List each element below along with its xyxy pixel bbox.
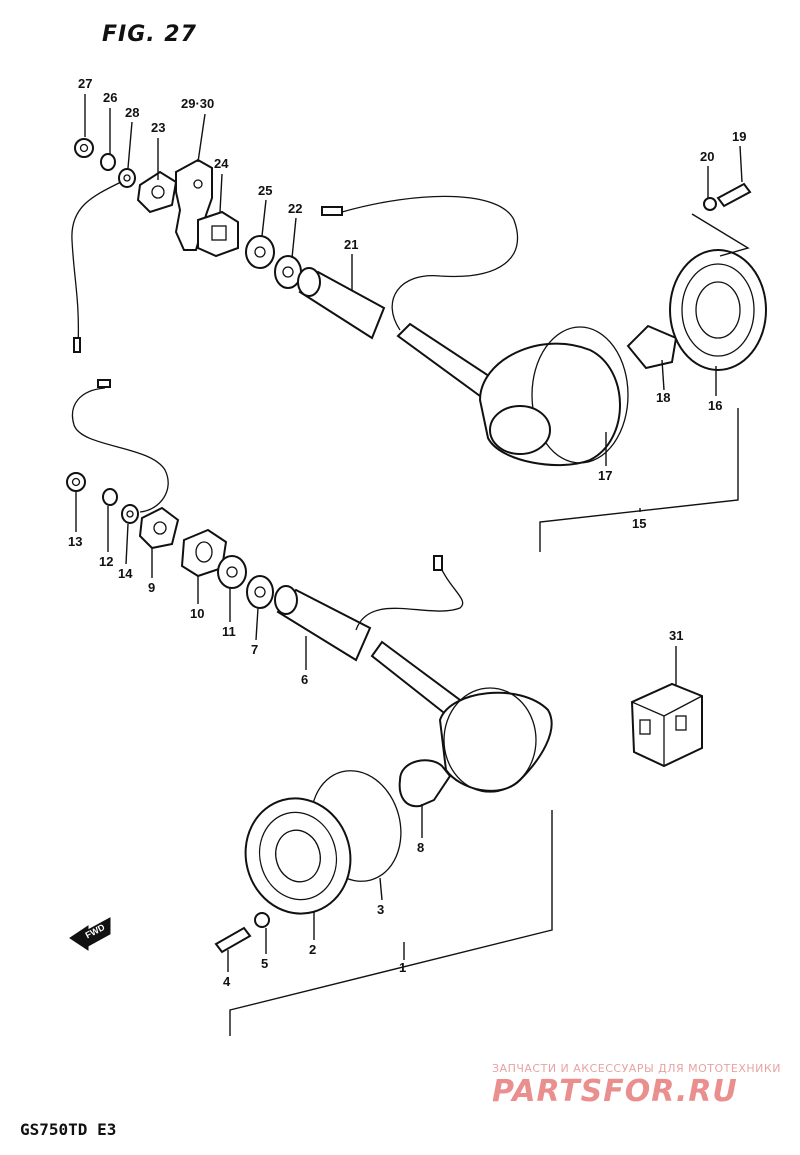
- wire-lead-upper: [71, 179, 126, 349]
- wire-lead-lower: [71, 387, 169, 513]
- callout-24: 24: [214, 156, 229, 171]
- plate-7: [246, 575, 274, 609]
- screw-guide: [691, 213, 750, 257]
- washer-12: [102, 488, 118, 506]
- washer-11: [217, 555, 247, 589]
- nut-13: [66, 472, 86, 492]
- callout-23: 23: [151, 120, 165, 135]
- callout-31: 31: [669, 628, 683, 643]
- bulb-18: [626, 324, 678, 370]
- callout-4: 4: [223, 974, 231, 989]
- callout-7: 7: [251, 642, 258, 657]
- relay-31: [630, 682, 703, 768]
- grommet-23: [136, 170, 178, 214]
- callout-26: 26: [103, 90, 117, 105]
- callout-15: 15: [632, 516, 646, 531]
- terminal-28: [118, 168, 136, 188]
- watermark-subtitle: ЗАПЧАСТИ И АКСЕССУАРЫ ДЛЯ МОТОТЕХНИКИ: [492, 1062, 781, 1075]
- callout-18: 18: [656, 390, 670, 405]
- wire-terminal-21: [321, 206, 343, 216]
- bracket-29-30: [174, 158, 213, 251]
- watermark-logo: PARTSFOR.RU: [492, 1074, 738, 1109]
- callout-3: 3: [377, 902, 384, 917]
- cushion-24: [197, 210, 239, 258]
- threaded-stem-lower: [370, 640, 462, 718]
- callout-16: 16: [708, 398, 722, 413]
- grommet-9: [138, 506, 180, 550]
- callout-29-30: 29·30: [181, 96, 214, 111]
- callout-27: 27: [78, 76, 92, 91]
- washer-5: [254, 912, 270, 928]
- wire-terminal-lower: [97, 379, 111, 388]
- washer-20: [703, 197, 717, 211]
- wire-terminal-upper: [73, 337, 81, 353]
- threaded-stem-upper: [396, 322, 494, 398]
- terminal-14: [121, 504, 139, 524]
- callout-10: 10: [190, 606, 204, 621]
- callout-13: 13: [68, 534, 82, 549]
- fwd-arrow: FWD: [69, 917, 111, 951]
- callout-22: 22: [288, 201, 302, 216]
- callout-8: 8: [417, 840, 424, 855]
- bulb-8: [398, 759, 452, 808]
- nut-27: [74, 138, 94, 158]
- wire-21: [341, 195, 519, 331]
- callout-12: 12: [99, 554, 113, 569]
- callout-17: 17: [598, 468, 612, 483]
- washer-25: [245, 235, 275, 269]
- wire-6: [355, 561, 464, 631]
- callout-25: 25: [258, 183, 272, 198]
- figure-title: FIG. 27: [102, 22, 197, 47]
- callout-9: 9: [148, 580, 155, 595]
- callout-5: 5: [261, 956, 268, 971]
- screw-4: [214, 926, 252, 954]
- lens-2: [244, 797, 352, 915]
- callout-1: 1: [399, 960, 406, 975]
- callout-19: 19: [732, 129, 746, 144]
- screw-19: [716, 182, 752, 208]
- callout-6: 6: [301, 672, 308, 687]
- gasket-17: [531, 326, 629, 464]
- lens-16: [669, 249, 767, 371]
- callout-20: 20: [700, 149, 714, 164]
- wire-terminal-6: [433, 555, 443, 571]
- housing-1: [438, 691, 553, 792]
- model-label: GS750TD E3: [20, 1120, 117, 1139]
- callout-14: 14: [118, 566, 133, 581]
- callout-11: 11: [222, 624, 236, 639]
- callout-28: 28: [125, 105, 139, 120]
- callout-21: 21: [344, 237, 358, 252]
- washer-26: [100, 153, 116, 171]
- callout-2: 2: [309, 942, 316, 957]
